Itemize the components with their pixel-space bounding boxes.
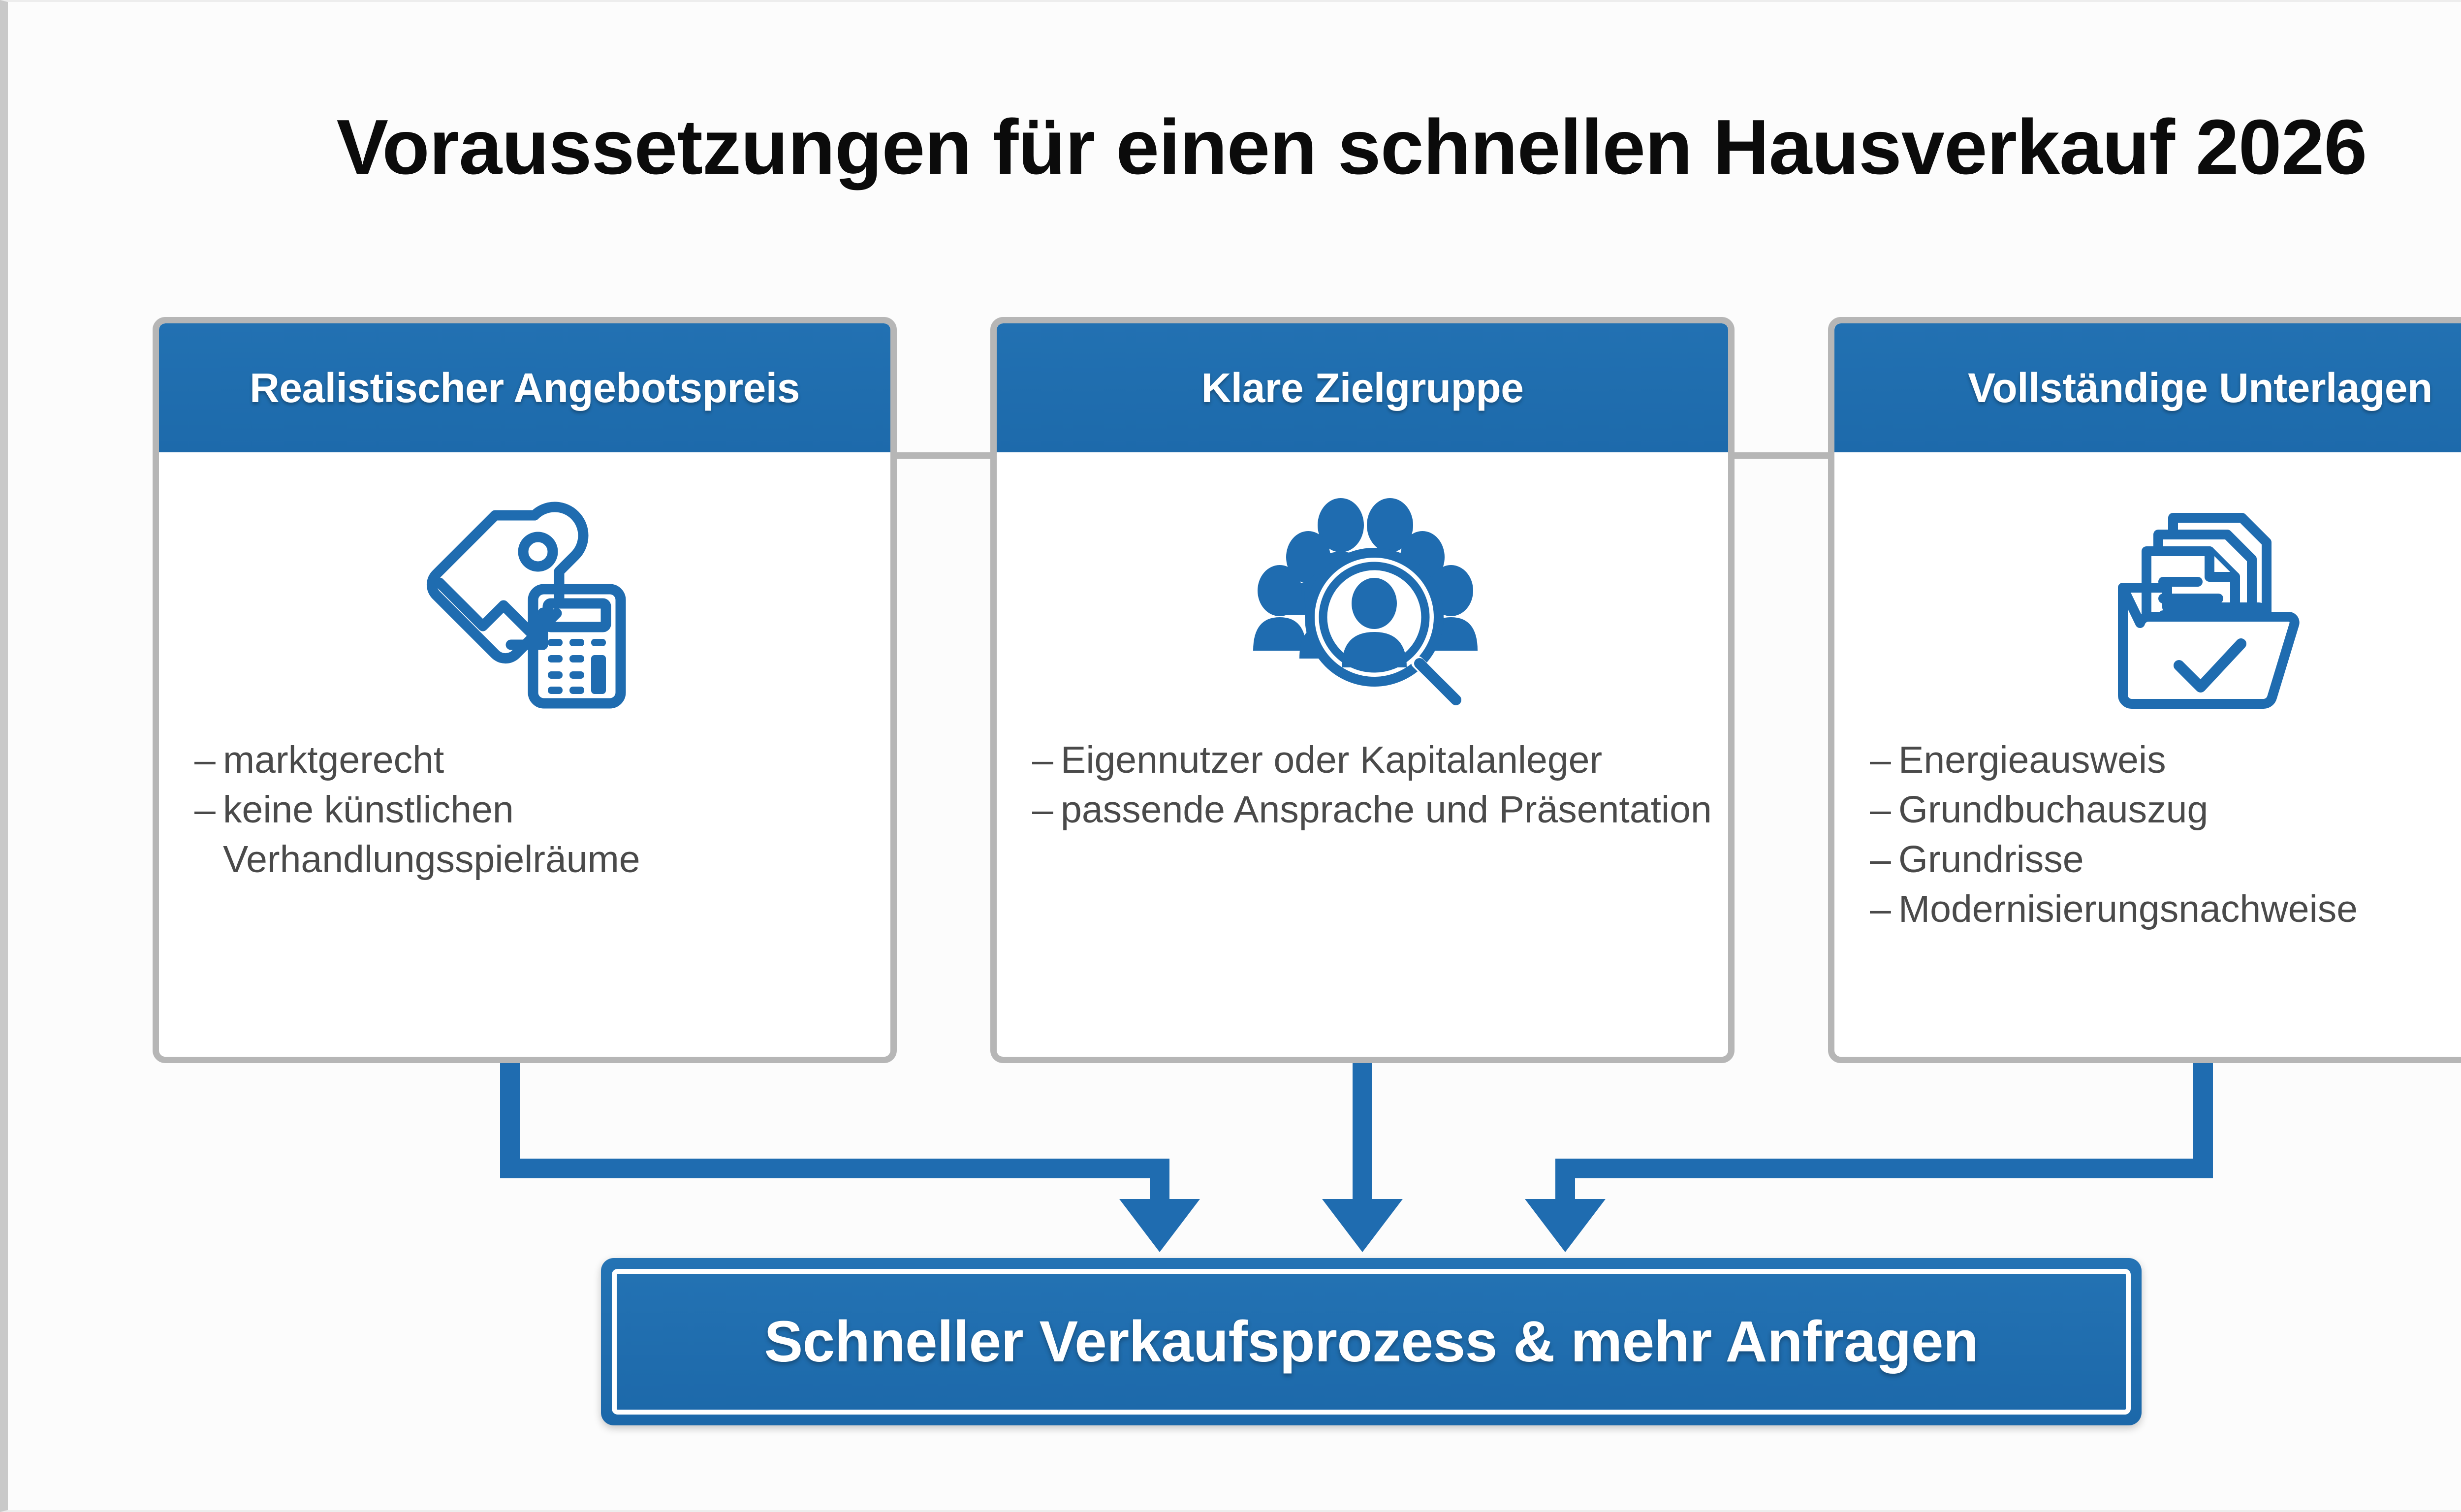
card-header-label-1: Klare Zielgruppe [1201, 364, 1524, 411]
list-item: – Energieausweis [1870, 735, 2461, 785]
price-tag-calculator-icon [159, 479, 890, 725]
bullet-list-0: – marktgerecht – keine künstlichen Verha… [194, 735, 876, 884]
banner-label: Schneller Verkaufsprozess & mehr Anfrage… [764, 1309, 1979, 1374]
card-header-0: Realistischer Angebotspreis [159, 323, 890, 452]
bullet-text: keine künstlichen Verhandlungsspielräume [223, 788, 640, 881]
bullet-dash: – [1870, 739, 1891, 781]
bullet-dash: – [1870, 838, 1891, 881]
document-folder-check-icon [1834, 479, 2461, 725]
bullet-text: Energieausweis [1898, 739, 2166, 781]
banner-inner-border [612, 1269, 2131, 1415]
list-item: – Grundbuchauszug [1870, 785, 2461, 835]
bullet-dash: – [1870, 788, 1891, 831]
bullet-dash: – [194, 739, 216, 781]
card-header-label-0: Realistischer Angebotspreis [250, 364, 800, 411]
list-item: – keine künstlichen Verhandlungsspielräu… [194, 785, 876, 884]
bullet-text: passende Ansprache und Präsentation [1061, 788, 1712, 831]
card-header-label-2: Vollständige Unterlagen [1968, 364, 2432, 411]
page-title: Voraussetzungen für einen schnellen Haus… [336, 104, 2367, 190]
card-header-2: Vollständige Unterlagen [1834, 323, 2461, 452]
card-rail-right [1735, 452, 1828, 459]
list-item: – Modernisierungsnachweise [1870, 884, 2461, 934]
card-header-1: Klare Zielgruppe [997, 323, 1728, 452]
bullet-text: Modernisierungsnachweise [1898, 888, 2358, 930]
bullet-dash: – [1870, 888, 1891, 930]
bullet-dash: – [1032, 788, 1053, 831]
list-item: – marktgerecht [194, 735, 876, 785]
bullet-text: Grundrisse [1898, 838, 2084, 881]
bullet-text: marktgerecht [223, 739, 444, 781]
arrow-left-elbow [500, 1063, 1200, 1252]
target-audience-magnifier-icon [997, 479, 1728, 725]
arrow-right-elbow [1525, 1063, 2213, 1252]
list-item: – Eigennutzer oder Kapitalanleger [1032, 735, 1713, 785]
list-item: – passende Ansprache und Präsentation [1032, 785, 1713, 835]
card-body-0: – marktgerecht – keine künstlichen Verha… [159, 452, 890, 1057]
bullet-list-2: – Energieausweis – Grundbuchauszug – Gru… [1870, 735, 2461, 934]
list-item: – Grundrisse [1870, 835, 2461, 884]
card-body-1: – Eigennutzer oder Kapitalanleger – pass… [997, 452, 1728, 1057]
bullet-text: Eigennutzer oder Kapitalanleger [1061, 739, 1603, 781]
bullet-dash: – [194, 788, 216, 831]
card-realistischer-angebotspreis[interactable]: Realistischer Angebotspreis [153, 317, 897, 1063]
card-vollstaendige-unterlagen[interactable]: Vollständige Unterlagen [1828, 317, 2461, 1063]
arrow-center-straight [1322, 1063, 1403, 1252]
bullet-text: Grundbuchauszug [1898, 788, 2209, 831]
bullet-dash: – [1032, 739, 1053, 781]
card-body-2: – Energieausweis – Grundbuchauszug – Gru… [1834, 452, 2461, 1057]
card-klare-zielgruppe[interactable]: Klare Zielgruppe [990, 317, 1735, 1063]
result-banner[interactable]: Schneller Verkaufsprozess & mehr Anfrage… [601, 1258, 2142, 1425]
bullet-list-1: – Eigennutzer oder Kapitalanleger – pass… [1032, 735, 1713, 835]
card-rail-left [897, 452, 990, 459]
